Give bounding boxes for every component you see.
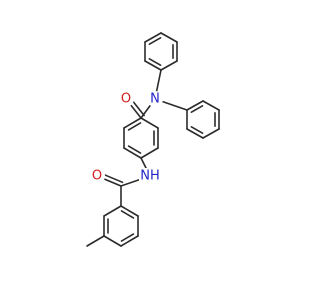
amide-nh-label: NH xyxy=(140,169,160,184)
bond-ringD-3 xyxy=(120,235,139,247)
bond-ringA-1 xyxy=(160,32,178,43)
bond-ringA-6-inner xyxy=(148,37,162,45)
carbonyl-oxygen-1-label: O xyxy=(121,92,131,107)
bond-ringA-3 xyxy=(160,60,178,71)
bond-ringD-3-inner xyxy=(120,233,135,242)
amide-nitrogen-1-label: N xyxy=(150,92,160,107)
bond-ringA-6 xyxy=(144,32,162,43)
bond-ringB-5-inner xyxy=(190,126,204,134)
bond-ringC-4 xyxy=(123,147,142,159)
atom-label-layer: O N NH O xyxy=(89,91,163,184)
bond-ringC-1 xyxy=(140,117,159,129)
molecule-structure: O N NH O xyxy=(86,32,220,247)
carbonyl-oxygen-2-atom: O xyxy=(89,168,105,184)
bond-ringC-6 xyxy=(123,117,142,129)
bond-ringB-5 xyxy=(186,128,204,139)
bond-ringD-1 xyxy=(120,205,139,217)
bond-ringC-3 xyxy=(140,147,159,159)
bond-ringD-4 xyxy=(103,235,122,247)
bond-ringC-4-inner xyxy=(127,145,142,154)
bond-ringB-1 xyxy=(186,100,204,111)
bond-ringD-6 xyxy=(103,205,122,217)
carbonyl-oxygen-1-atom: O xyxy=(118,91,134,107)
bond-layer xyxy=(86,32,220,247)
bond-ringB-1-inner xyxy=(190,105,204,113)
amide-nh-atom: NH xyxy=(139,168,160,184)
bond-ringB-4 xyxy=(202,128,220,139)
bond-ringA-4-inner xyxy=(148,58,162,66)
bond-ringD-1-inner xyxy=(120,210,135,219)
bond-ringB-2 xyxy=(202,100,220,111)
bond-ringA-4 xyxy=(144,60,162,71)
carbonyl-oxygen-2-label: O xyxy=(92,169,102,184)
amide-nitrogen-1-atom: N xyxy=(147,91,163,107)
bond-ringC-6-inner xyxy=(127,122,142,131)
bond-methyl xyxy=(86,235,105,247)
